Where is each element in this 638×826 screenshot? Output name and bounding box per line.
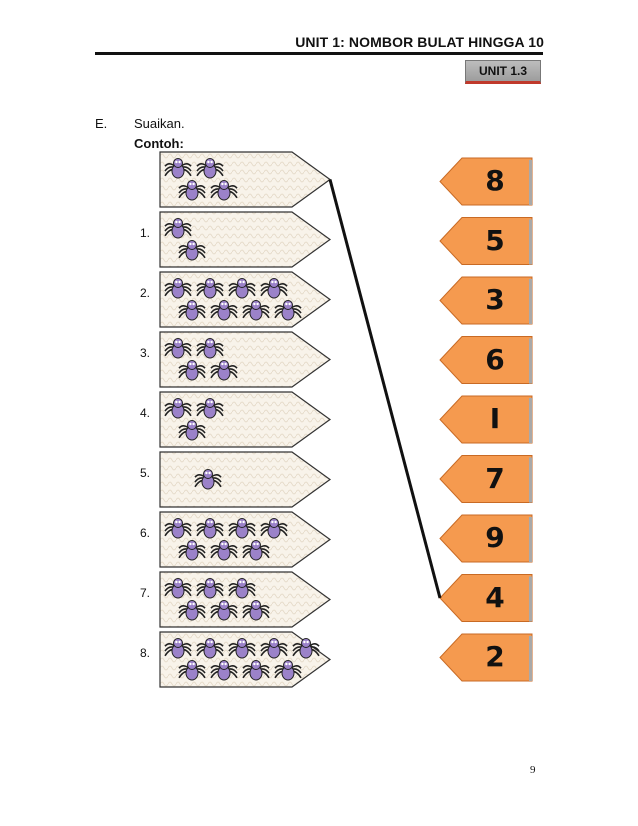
purple-spider-icon xyxy=(260,638,288,659)
number-tag-value: 7 xyxy=(485,461,505,495)
purple-spider-icon xyxy=(210,660,238,681)
purple-spider-icon xyxy=(196,578,224,599)
purple-spider-icon xyxy=(242,600,270,621)
purple-spider-icon xyxy=(196,278,224,299)
purple-spider-icon xyxy=(164,218,192,239)
arrow-card[interactable] xyxy=(159,511,332,568)
arrow-card[interactable] xyxy=(159,271,332,328)
purple-spider-icon xyxy=(178,180,206,201)
number-tag-value: 2 xyxy=(485,640,505,673)
number-tag[interactable] xyxy=(439,157,533,206)
purple-spider-icon xyxy=(210,540,238,561)
purple-spider-icon xyxy=(242,540,270,561)
purple-spider-icon xyxy=(178,660,206,681)
purple-spider-icon xyxy=(210,360,238,381)
arrow-card[interactable] xyxy=(159,211,332,268)
number-tag-value: 8 xyxy=(485,164,505,197)
card-number-label: 4. xyxy=(140,406,151,420)
number-tag[interactable] xyxy=(439,574,533,622)
purple-spider-icon xyxy=(260,518,288,539)
arrow-card[interactable] xyxy=(159,391,332,448)
number-cards xyxy=(439,157,533,682)
purple-spider-icon xyxy=(274,300,302,321)
unit-badge: UNIT 1.3 xyxy=(465,60,541,84)
number-tag[interactable] xyxy=(439,336,533,384)
section-letter: E. xyxy=(95,116,108,131)
arrow-cards xyxy=(159,151,332,688)
page-number: 9 xyxy=(530,764,536,776)
purple-spider-icon xyxy=(178,360,206,381)
purple-spider-icon xyxy=(196,638,224,659)
purple-spider-icon xyxy=(178,240,206,261)
card-number-label: 3. xyxy=(140,346,151,360)
example-label: Contoh: xyxy=(134,136,184,151)
arrow-card[interactable] xyxy=(159,151,332,208)
header-title: UNIT 1: NOMBOR BULAT HINGGA 10 xyxy=(295,34,544,50)
card-number-label: 8. xyxy=(140,646,151,660)
card-number-label: 6. xyxy=(140,526,151,540)
arrow-card[interactable] xyxy=(159,631,332,688)
purple-spider-icon xyxy=(228,278,256,299)
purple-spider-icon xyxy=(196,338,224,359)
purple-spider-icon xyxy=(164,578,192,599)
purple-spider-icon xyxy=(242,660,270,681)
number-tag[interactable] xyxy=(439,455,533,503)
card-number-label: 2. xyxy=(140,286,151,300)
card-number-label: 7. xyxy=(140,586,151,600)
number-tag-value: I xyxy=(489,402,501,435)
number-tag[interactable] xyxy=(439,395,533,444)
purple-spider-icon xyxy=(196,518,224,539)
purple-spider-icon xyxy=(260,278,288,299)
arrow-card[interactable] xyxy=(159,451,332,508)
purple-spider-icon xyxy=(210,300,238,321)
number-tag-value: 6 xyxy=(485,342,505,376)
card-number-label: 5. xyxy=(140,466,151,480)
number-tag-value: 5 xyxy=(485,223,505,257)
example-match-line xyxy=(328,179,442,599)
purple-spider-icon xyxy=(164,278,192,299)
purple-spider-icon xyxy=(194,469,222,490)
arrow-card[interactable] xyxy=(159,571,332,628)
header-rule xyxy=(95,52,543,55)
purple-spider-icon xyxy=(228,518,256,539)
number-tag-value: 3 xyxy=(485,283,505,316)
purple-spider-icon xyxy=(196,158,224,179)
number-tag[interactable] xyxy=(439,276,533,325)
purple-spider-icon xyxy=(196,398,224,419)
purple-spider-icon xyxy=(178,540,206,561)
number-tag[interactable] xyxy=(439,217,533,265)
arrow-card[interactable] xyxy=(159,331,332,388)
purple-spider-icon xyxy=(164,638,192,659)
number-tag[interactable] xyxy=(439,514,533,563)
number-tag-value: 4 xyxy=(485,580,505,614)
purple-spider-icon xyxy=(228,638,256,659)
purple-spider-icon xyxy=(210,180,238,201)
purple-spider-icon xyxy=(178,420,206,441)
number-tag[interactable] xyxy=(439,633,533,682)
purple-spider-icon xyxy=(228,578,256,599)
instruction-text: Suaikan. xyxy=(134,116,185,131)
number-tag-value: 9 xyxy=(485,521,505,554)
purple-spider-icon xyxy=(178,600,206,621)
purple-spider-icon xyxy=(292,638,320,659)
card-number-label: 1. xyxy=(140,226,151,240)
purple-spider-icon xyxy=(242,300,270,321)
purple-spider-icon xyxy=(178,300,206,321)
purple-spider-icon xyxy=(274,660,302,681)
purple-spider-icon xyxy=(164,518,192,539)
purple-spider-icon xyxy=(210,600,238,621)
purple-spider-icon xyxy=(164,398,192,419)
purple-spider-icon xyxy=(164,338,192,359)
purple-spider-icon xyxy=(164,158,192,179)
